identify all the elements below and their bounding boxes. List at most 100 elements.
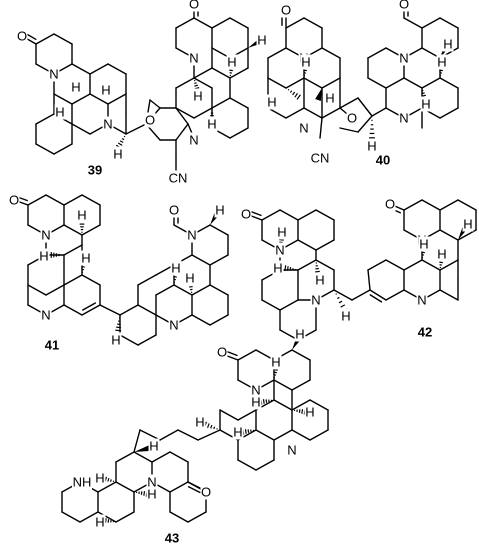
atom-label-background xyxy=(146,486,158,502)
bond xyxy=(403,17,423,29)
atom-label-background xyxy=(144,112,156,128)
bond xyxy=(63,194,83,206)
bond xyxy=(303,77,323,89)
atom-label-background xyxy=(168,170,188,186)
nitrogen-atom: N xyxy=(187,228,196,243)
atom-label-background xyxy=(148,438,160,454)
bond xyxy=(53,143,73,155)
bond xyxy=(61,511,81,523)
bond xyxy=(367,269,371,291)
atom-label-background xyxy=(462,216,474,232)
bond xyxy=(209,314,229,326)
hashed-bond xyxy=(284,265,287,272)
atom-label-background xyxy=(272,260,284,276)
hashed-bond xyxy=(262,399,265,404)
bond xyxy=(439,17,459,29)
bond xyxy=(321,107,341,119)
atom-label-background xyxy=(112,146,124,162)
bond xyxy=(169,511,189,523)
bond xyxy=(229,127,249,139)
bond xyxy=(303,107,323,119)
atom-label-background xyxy=(54,104,66,120)
bond xyxy=(315,239,335,251)
bond xyxy=(267,77,287,89)
bond xyxy=(97,481,117,493)
bond xyxy=(297,209,317,221)
double-bond-line xyxy=(187,486,201,494)
atom-label-background xyxy=(76,207,88,223)
hashed-bond xyxy=(287,88,290,91)
bond xyxy=(81,274,101,286)
bond xyxy=(285,77,305,89)
atom-label-background xyxy=(100,82,112,98)
bond xyxy=(63,244,83,256)
bond xyxy=(151,451,171,463)
bond xyxy=(173,284,193,296)
hashed-bond xyxy=(292,91,296,96)
atom-label-background xyxy=(70,79,82,95)
compound-number-42: 42 xyxy=(418,325,432,340)
hydrogen-atom: H xyxy=(215,203,224,218)
bond xyxy=(45,284,65,296)
bond xyxy=(169,481,189,493)
hashed-bond xyxy=(143,491,146,496)
atom-label-background xyxy=(256,32,268,48)
atom-label-background xyxy=(40,227,52,243)
bond xyxy=(115,481,135,493)
bond xyxy=(357,97,373,117)
double-bond-line xyxy=(249,210,262,217)
carbonyl-oxygen: O xyxy=(17,29,27,44)
atom-label-background xyxy=(80,250,92,266)
bond xyxy=(297,259,317,271)
bond xyxy=(351,289,371,301)
nitrogen-atom: N xyxy=(49,67,58,82)
hashed-bond xyxy=(337,296,340,300)
carbonyl-oxygen: O xyxy=(385,197,395,212)
bond xyxy=(53,93,73,105)
bond xyxy=(255,459,275,471)
bond xyxy=(237,459,257,471)
carbonyl-oxygen: O xyxy=(189,0,199,12)
hashed-bond xyxy=(210,424,213,429)
hashed-bond xyxy=(107,477,110,482)
bond xyxy=(45,194,65,206)
bond xyxy=(193,107,213,119)
bond xyxy=(261,209,281,221)
atom-label-background xyxy=(170,260,182,276)
hydrogen-atom: H xyxy=(55,105,64,120)
nitrogen-atom: N xyxy=(399,51,408,66)
bond xyxy=(439,289,459,301)
bond xyxy=(125,123,147,135)
bond xyxy=(71,123,91,135)
atom-label-background xyxy=(280,2,292,18)
hashed-bond xyxy=(110,479,112,482)
hashed-bond xyxy=(116,326,121,329)
bond xyxy=(367,47,387,59)
bond xyxy=(237,349,257,361)
bond xyxy=(175,107,189,125)
nitrogen-atom: N xyxy=(311,293,320,308)
bond xyxy=(291,379,311,391)
atom-label-background xyxy=(206,116,218,132)
bond xyxy=(175,77,195,89)
bond xyxy=(137,274,157,286)
bond xyxy=(285,17,305,29)
bond xyxy=(457,199,477,211)
bond xyxy=(297,239,317,251)
bond xyxy=(191,254,211,266)
hydrogen-atom: H xyxy=(325,91,334,106)
atom-label-background xyxy=(286,442,298,458)
atom-label-background xyxy=(102,116,114,132)
bond xyxy=(421,17,441,29)
bond xyxy=(99,304,121,316)
atom-label-background xyxy=(324,90,336,106)
bond xyxy=(229,17,249,29)
bond xyxy=(137,304,157,316)
bond xyxy=(187,511,207,523)
bond xyxy=(385,259,405,271)
carbonyl-oxygen: O xyxy=(169,203,179,218)
atom-label-background xyxy=(168,317,180,333)
bond xyxy=(191,284,211,296)
hydrogen-atom: H xyxy=(341,309,350,324)
